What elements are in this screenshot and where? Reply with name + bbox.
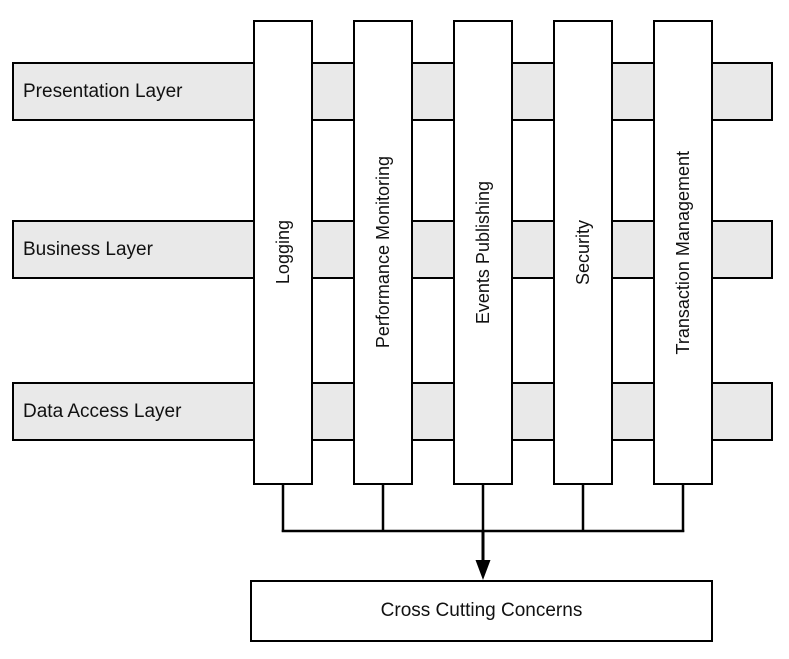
concern-bar-logging: Logging — [253, 20, 313, 485]
cross-cutting-concerns-label: Cross Cutting Concerns — [380, 600, 583, 621]
concern-label-transaction-management: Transaction Management — [672, 150, 693, 355]
concern-bar-transaction-management: Transaction Management — [653, 20, 713, 485]
layer-label-presentation: Presentation Layer — [23, 80, 183, 102]
concern-bar-performance-monitoring: Performance Monitoring — [353, 20, 413, 485]
concern-label-security: Security — [572, 219, 593, 286]
concern-label-events-publishing: Events Publishing — [472, 180, 493, 325]
concern-bar-security: Security — [553, 20, 613, 485]
concern-label-performance-monitoring: Performance Monitoring — [372, 156, 393, 349]
concern-label-logging: Logging — [272, 220, 293, 285]
concern-bar-events-publishing: Events Publishing — [453, 20, 513, 485]
layer-label-business: Business Layer — [23, 238, 153, 260]
cross-cutting-concerns-box: Cross Cutting Concerns — [250, 580, 713, 642]
arrow-down-icon — [475, 560, 491, 580]
layer-label-data-access: Data Access Layer — [23, 400, 182, 422]
